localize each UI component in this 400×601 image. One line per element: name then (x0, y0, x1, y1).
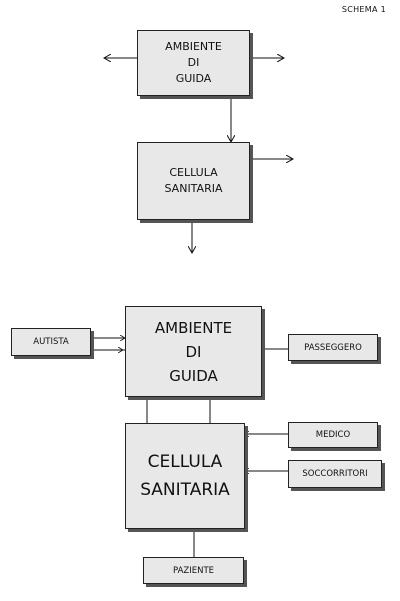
label-ambiente-di-guida-bottom: AMBIENTE DI GUIDA (154, 318, 233, 385)
box-autista: AUTISTA (11, 328, 91, 356)
box-cellula-sanitaria-top: CELLULA SANITARIA (137, 142, 250, 220)
label-medico: MEDICO (315, 430, 351, 440)
label-cellula-sanitaria-top: CELLULA SANITARIA (164, 166, 223, 195)
schema-label: SCHEMA 1 (341, 5, 386, 14)
label-paziente: PAZIENTE (172, 565, 215, 576)
label-soccorritori: SOCCORRITORI (302, 469, 368, 479)
box-ambiente-di-guida-top: AMBIENTE DI GUIDA (137, 30, 250, 96)
box-medico: MEDICO (288, 422, 378, 448)
label-autista: AUTISTA (33, 337, 69, 347)
box-soccorritori: SOCCORRITORI (288, 460, 382, 488)
box-ambiente-di-guida-bottom: AMBIENTE DI GUIDA (125, 306, 262, 397)
box-passeggero: PASSEGGERO (288, 334, 378, 361)
box-cellula-sanitaria-bottom: CELLULA SANITARIA (125, 423, 245, 529)
label-cellula-sanitaria-bottom: CELLULA SANITARIA (140, 452, 230, 500)
label-passeggero: PASSEGGERO (304, 342, 362, 353)
label-ambiente-di-guida-top: AMBIENTE DI GUIDA (165, 40, 222, 85)
box-paziente: PAZIENTE (143, 557, 244, 584)
